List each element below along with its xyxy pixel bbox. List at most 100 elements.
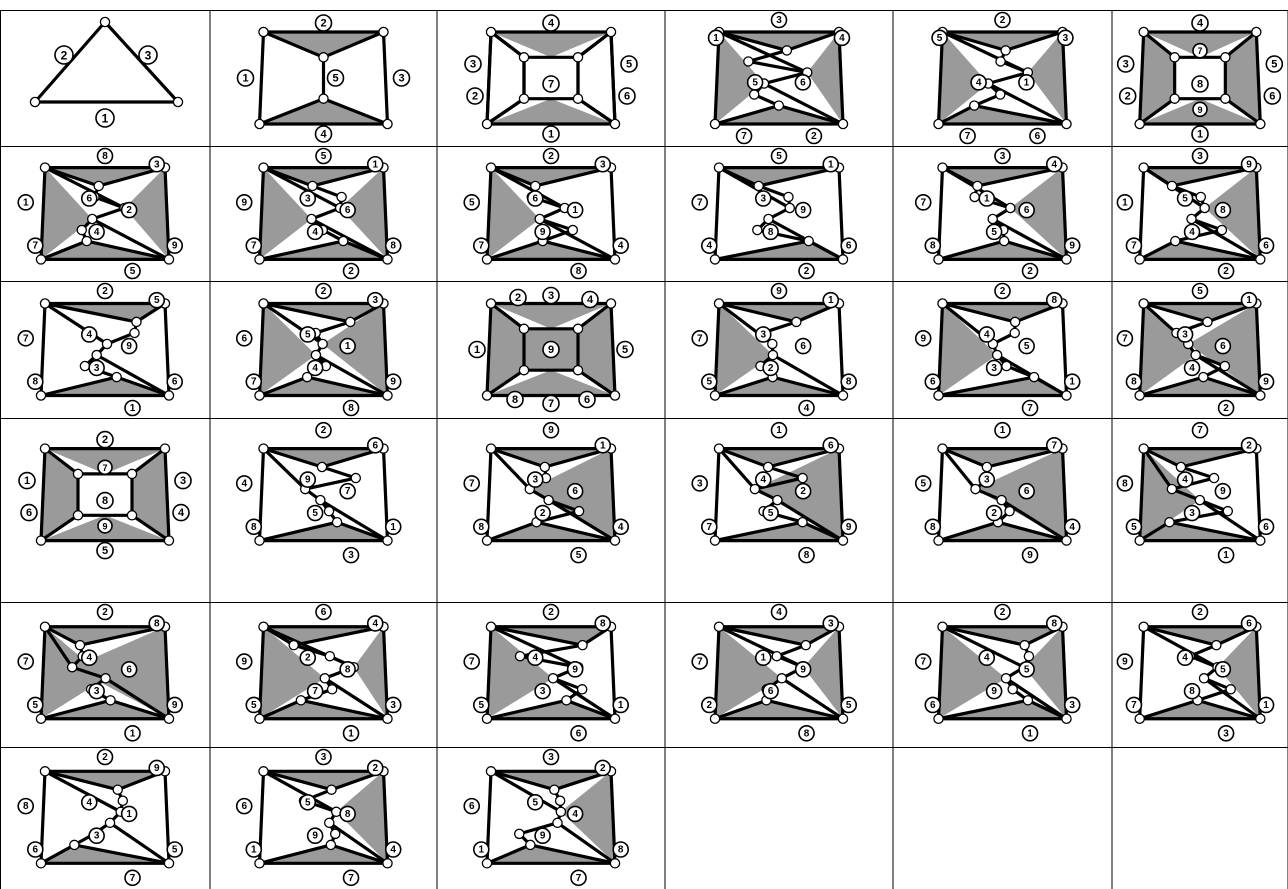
face-label: 1 bbox=[1000, 425, 1006, 436]
face-label: 6 bbox=[800, 77, 806, 88]
vertex bbox=[744, 57, 753, 66]
vertex bbox=[259, 163, 268, 172]
vertex bbox=[838, 391, 847, 400]
polyhedron-diagram-25: 286913574 bbox=[18, 605, 182, 741]
vertex bbox=[606, 299, 615, 308]
vertex bbox=[519, 324, 528, 333]
polyhedron-diagram-9: 231489756 bbox=[464, 149, 628, 279]
face-label: 8 bbox=[479, 522, 485, 533]
face-label: 8 bbox=[1197, 79, 1203, 91]
face-label: 6 bbox=[172, 377, 178, 388]
vertex bbox=[92, 350, 101, 359]
face-label: 5 bbox=[251, 700, 257, 711]
vertex bbox=[714, 299, 723, 308]
vertex bbox=[714, 444, 723, 453]
vertex bbox=[325, 652, 334, 661]
face-label: 5 bbox=[920, 478, 926, 489]
face-label: 6 bbox=[624, 91, 630, 103]
vertex bbox=[1256, 536, 1265, 545]
face-label: 3 bbox=[94, 363, 100, 374]
face-label: 6 bbox=[576, 728, 582, 739]
vertex bbox=[255, 255, 264, 264]
face-label: 7 bbox=[312, 686, 318, 697]
face-label: 2 bbox=[800, 486, 806, 497]
vertex bbox=[838, 714, 847, 723]
face-label: 6 bbox=[584, 394, 590, 406]
face-label: 1 bbox=[1024, 77, 1030, 88]
vertex bbox=[36, 714, 45, 723]
face-label: 6 bbox=[321, 607, 327, 618]
face-label: 3 bbox=[776, 15, 782, 26]
face-label: 8 bbox=[804, 728, 810, 739]
face-label: 9 bbox=[241, 657, 247, 668]
face-label: 1 bbox=[600, 440, 606, 451]
vertex bbox=[106, 696, 115, 705]
vertex bbox=[710, 119, 719, 128]
face-label: 8 bbox=[102, 151, 108, 162]
face-label: 3 bbox=[1223, 728, 1229, 739]
vertex bbox=[255, 536, 264, 545]
face-label: 8 bbox=[348, 403, 354, 414]
vertex bbox=[164, 391, 173, 400]
polyhedron-diagram-19: 251364879 bbox=[19, 432, 191, 559]
face-label: 5 bbox=[102, 545, 108, 557]
vertex bbox=[259, 27, 268, 36]
vertex bbox=[1209, 473, 1218, 482]
face-label: 6 bbox=[372, 440, 378, 451]
polyhedron-diagram-15: 234195876 bbox=[469, 288, 633, 412]
shaded-face bbox=[1205, 168, 1261, 260]
vertex bbox=[531, 181, 540, 190]
vertex bbox=[326, 840, 335, 849]
face-label: 9 bbox=[102, 521, 107, 531]
vertex bbox=[938, 622, 947, 631]
face-label: 4 bbox=[372, 618, 378, 629]
polyhedron-diagram-33: 324879165 bbox=[464, 750, 628, 886]
face-label: 7 bbox=[23, 657, 29, 668]
vertex bbox=[383, 119, 392, 128]
face-label: 9 bbox=[390, 377, 396, 388]
face-label: 8 bbox=[1051, 295, 1057, 306]
vertex bbox=[535, 214, 544, 223]
vertex bbox=[1139, 299, 1148, 308]
vertex bbox=[1002, 361, 1011, 370]
vertex bbox=[804, 236, 813, 245]
face-label: 9 bbox=[800, 205, 806, 216]
face-label: 7 bbox=[345, 486, 351, 497]
face-label: 3 bbox=[984, 475, 990, 486]
vertex bbox=[40, 622, 49, 631]
face-label: 6 bbox=[1263, 241, 1269, 252]
vertex bbox=[1006, 203, 1015, 212]
vertex bbox=[289, 641, 298, 650]
face-label: 5 bbox=[991, 227, 997, 238]
vertex bbox=[1203, 317, 1212, 326]
face-label: 7 bbox=[707, 522, 713, 533]
vertex bbox=[486, 27, 495, 36]
face-label: 6 bbox=[846, 241, 852, 252]
vertex bbox=[801, 641, 810, 650]
face-label: 6 bbox=[532, 194, 538, 205]
face-label: 8 bbox=[251, 522, 257, 533]
polyhedron-diagram-5: 2316745 bbox=[932, 13, 1073, 144]
vertex bbox=[307, 214, 316, 223]
vertex bbox=[993, 350, 1002, 359]
vertex bbox=[1256, 255, 1265, 264]
vertex bbox=[1062, 119, 1071, 128]
face-label: 6 bbox=[1269, 91, 1275, 103]
face-label: 1 bbox=[251, 845, 257, 856]
vertex bbox=[1187, 214, 1196, 223]
vertex bbox=[339, 236, 348, 245]
polyhedron-diagram-27: 289163574 bbox=[464, 605, 628, 741]
face-label: 7 bbox=[33, 241, 39, 252]
face-label: 3 bbox=[1182, 329, 1188, 340]
face-label: 4 bbox=[707, 241, 713, 252]
face-label: 6 bbox=[768, 686, 774, 697]
face-label: 8 bbox=[23, 801, 29, 812]
face-label: 7 bbox=[1131, 700, 1137, 711]
vertex bbox=[971, 484, 980, 493]
vertex bbox=[610, 391, 619, 400]
vertex bbox=[997, 496, 1006, 505]
vertex bbox=[1139, 622, 1148, 631]
vertex bbox=[118, 796, 127, 805]
face-label: 7 bbox=[920, 657, 926, 668]
